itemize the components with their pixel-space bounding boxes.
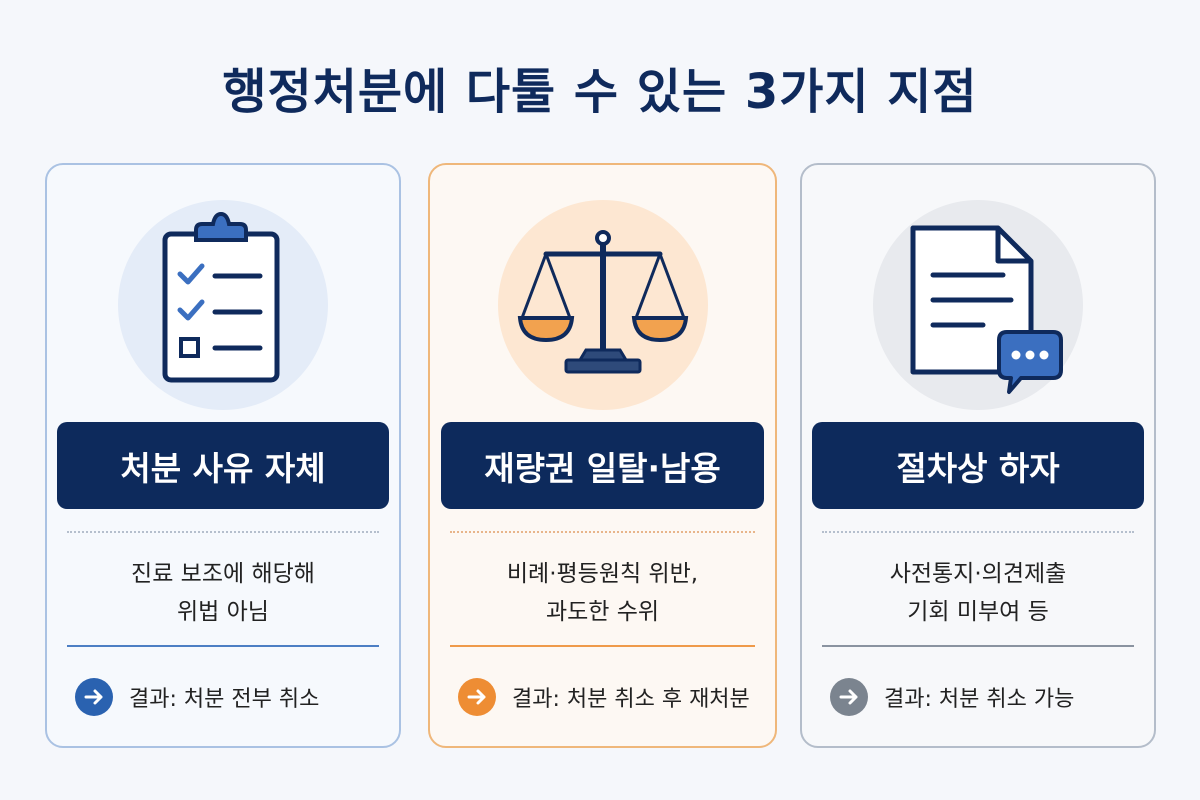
scales-of-justice-icon — [517, 230, 688, 374]
result-text: 결과: 처분 전부 취소 — [129, 687, 320, 712]
document-speech-bubble-icon — [910, 225, 1063, 394]
card-processing-reason: 처분 사유 자체 진료 보조에 해당해 위법 아님 결과: 처분 전부 취소 — [45, 163, 401, 748]
clipboard-checklist-icon — [162, 211, 280, 383]
result-row: 결과: 처분 전부 취소 — [75, 675, 389, 719]
icon-background-circle — [497, 200, 708, 410]
desc-line: 위법 아님 — [177, 599, 269, 625]
dotted-divider — [822, 531, 1134, 533]
arrow-right-icon — [458, 678, 496, 716]
arrow-right-icon — [75, 678, 113, 716]
result-text: 결과: 처분 취소 가능 — [884, 687, 1075, 712]
dotted-divider — [67, 531, 379, 533]
card-description: 사전통지·의견제출 기회 미부여 등 — [812, 555, 1144, 631]
desc-line: 비례·평등원칙 위반, — [506, 561, 699, 587]
page-title: 행정처분에 다툴 수 있는 3가지 지점 — [222, 64, 978, 120]
desc-line: 과도한 수위 — [545, 599, 660, 625]
icon-background-circle — [118, 200, 328, 410]
arrow-right-icon — [830, 678, 868, 716]
result-row: 결과: 처분 취소 가능 — [830, 675, 1144, 719]
desc-line: 기회 미부여 등 — [907, 599, 1049, 625]
solid-divider — [67, 645, 379, 647]
card-procedural-defect: 절차상 하자 사전통지·의견제출 기회 미부여 등 결과: 처분 취소 가능 — [800, 163, 1156, 748]
card-description: 비례·평등원칙 위반, 과도한 수위 — [440, 555, 765, 631]
result-text: 결과: 처분 취소 후 재처분 — [512, 687, 750, 712]
card-label: 절차상 하자 — [812, 422, 1144, 509]
card-discretion-abuse: 재량권 일탈·남용 비례·평등원칙 위반, 과도한 수위 결과: 처분 취소 후… — [428, 163, 777, 748]
dotted-divider — [450, 531, 755, 533]
solid-divider — [822, 645, 1134, 647]
result-row: 결과: 처분 취소 후 재처분 — [458, 675, 765, 719]
card-description: 진료 보조에 해당해 위법 아님 — [57, 555, 389, 631]
desc-line: 진료 보조에 해당해 — [131, 561, 315, 587]
card-label: 처분 사유 자체 — [57, 422, 389, 509]
solid-divider — [450, 645, 755, 647]
icon-background-circle — [873, 200, 1083, 410]
card-label: 재량권 일탈·남용 — [441, 422, 764, 509]
desc-line: 사전통지·의견제출 — [889, 561, 1067, 587]
